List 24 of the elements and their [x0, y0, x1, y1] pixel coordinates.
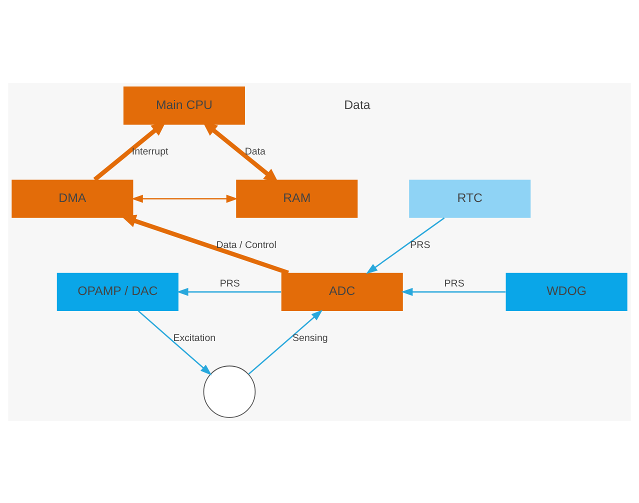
arrow — [176, 287, 282, 296]
arrow — [131, 194, 238, 202]
label: Data — [344, 97, 370, 112]
edge-label: PRS — [444, 278, 464, 289]
arrow — [366, 216, 445, 274]
edge-label: Data / Control — [216, 239, 276, 250]
node-circle — [203, 365, 256, 418]
edge-label: PRS — [410, 239, 430, 250]
edge-label: Excitation — [173, 332, 216, 344]
node-box: WDOG — [506, 272, 628, 310]
edge-label: PRS — [220, 278, 240, 289]
arrow — [401, 287, 506, 296]
arrow — [121, 214, 289, 274]
edge-label: Interrupt — [132, 146, 168, 158]
node-box: ADC — [281, 272, 403, 310]
node-box: RAM — [236, 179, 358, 218]
node-box: OPAMP / DAC — [56, 272, 178, 310]
edge-label: Sensing — [292, 332, 328, 344]
node-box: DMA — [12, 179, 134, 218]
edge-label: Data — [244, 146, 266, 158]
node-box: RTC — [409, 179, 531, 218]
arrow — [138, 310, 212, 375]
node-box: Main CPU — [123, 86, 245, 124]
arrow — [248, 309, 323, 374]
